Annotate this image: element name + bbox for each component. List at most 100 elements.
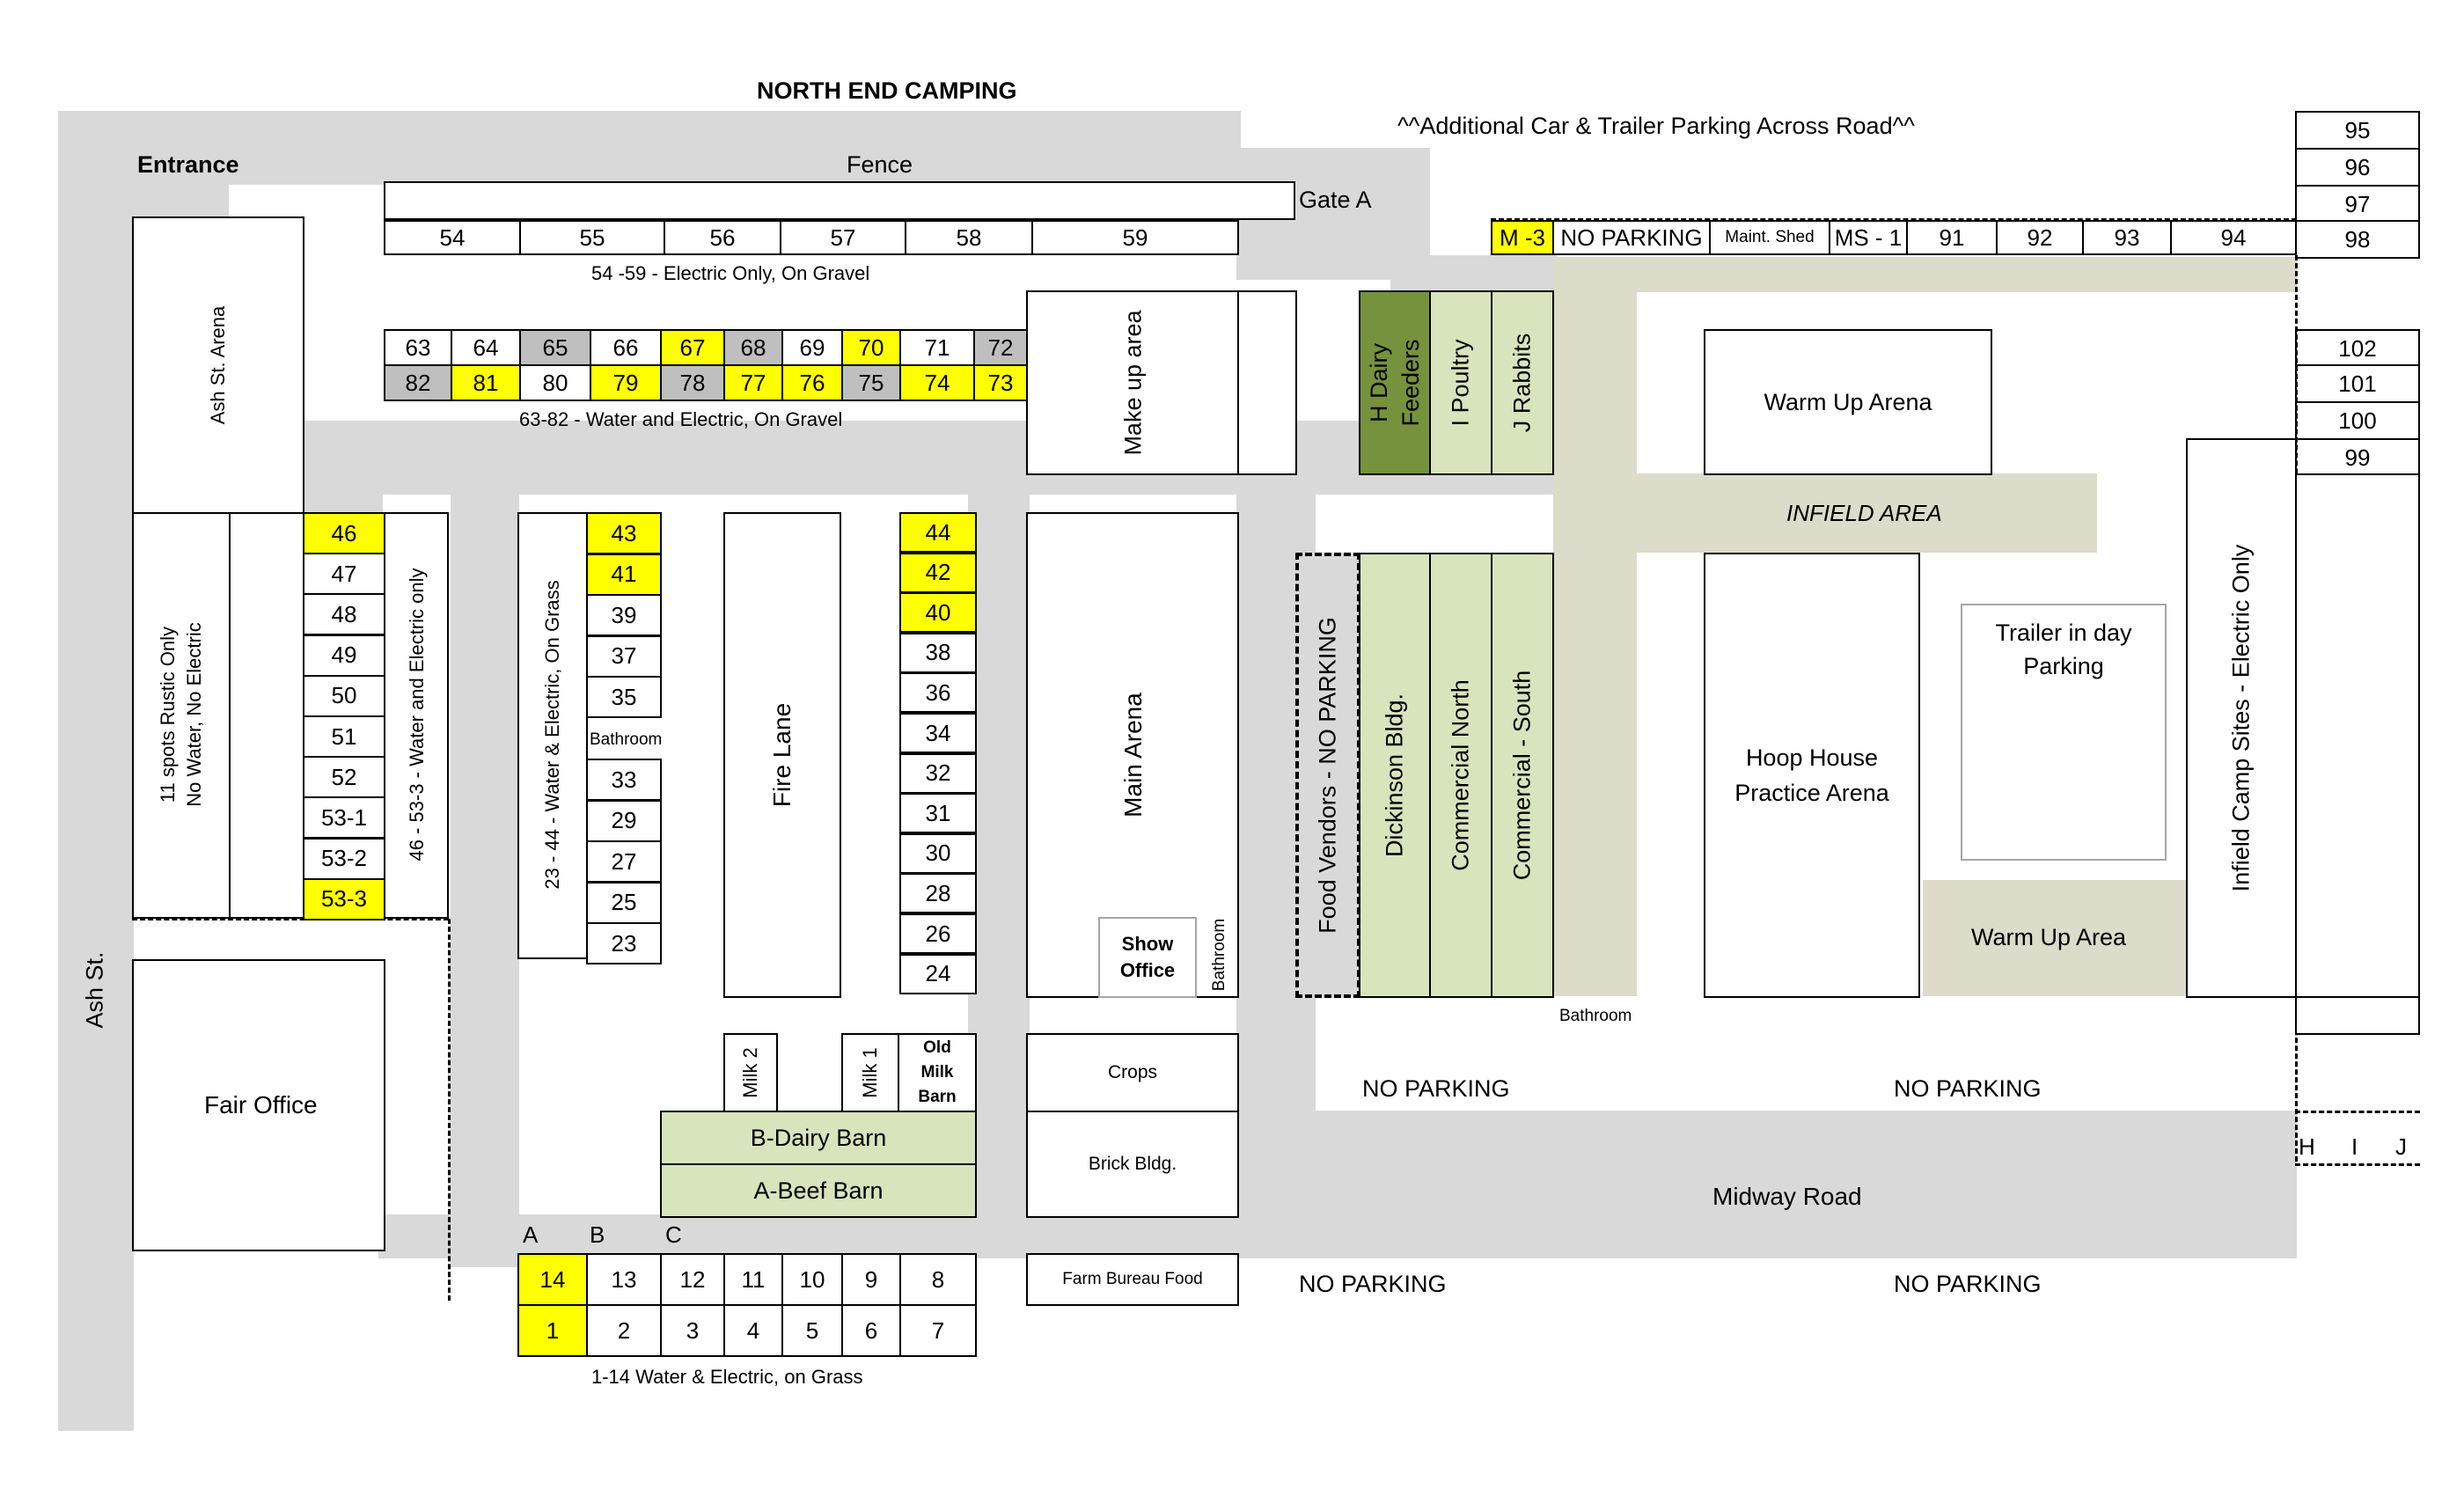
campsite-35[interactable]: 35 xyxy=(586,676,662,718)
campsite-58[interactable]: 58 xyxy=(905,220,1033,255)
campsite-29[interactable]: 29 xyxy=(586,799,662,842)
campsite-78[interactable]: 78 xyxy=(660,364,725,401)
campsite-97[interactable]: 97 xyxy=(2295,185,2420,224)
campsite-43[interactable]: 43 xyxy=(586,512,662,554)
campsite-69[interactable]: 69 xyxy=(781,329,843,366)
campsite-38[interactable]: 38 xyxy=(899,632,977,673)
campsite-8[interactable]: 8 xyxy=(899,1253,977,1306)
campsite-82[interactable]: 82 xyxy=(384,364,452,401)
campsite-55[interactable]: 55 xyxy=(519,220,665,255)
label-c: C xyxy=(665,1221,682,1248)
campsite-33[interactable]: 33 xyxy=(586,759,662,801)
campsite-77[interactable]: 77 xyxy=(723,364,783,401)
campsite-76[interactable]: 76 xyxy=(781,364,843,401)
campsite-59[interactable]: 59 xyxy=(1031,220,1239,255)
campsite-73[interactable]: 73 xyxy=(973,364,1028,401)
campsite-98[interactable]: 98 xyxy=(2295,220,2420,259)
campsite-39[interactable]: 39 xyxy=(586,594,662,636)
campsite-52[interactable]: 52 xyxy=(303,756,385,799)
campsite-37[interactable]: 37 xyxy=(586,634,662,678)
campsite-51[interactable]: 51 xyxy=(303,715,385,758)
campsite-72[interactable]: 72 xyxy=(973,329,1028,366)
rustic-line-1: 11 spots Rustic Only xyxy=(157,626,179,803)
campsite-49[interactable]: 49 xyxy=(303,634,385,677)
campsite-26[interactable]: 26 xyxy=(899,913,977,954)
site-m3[interactable]: M -3 xyxy=(1491,220,1554,255)
campsite-96[interactable]: 96 xyxy=(2295,148,2420,187)
no-parking-2: NO PARKING xyxy=(1894,1075,2042,1102)
campsite-9[interactable]: 9 xyxy=(841,1253,901,1306)
campsite-3[interactable]: 3 xyxy=(660,1304,725,1357)
food-vendors-label: Food Vendors - NO PARKING xyxy=(1314,617,1341,934)
brick-bldg-label: Brick Bldg. xyxy=(1088,1154,1177,1174)
campsite-24[interactable]: 24 xyxy=(899,953,977,994)
campsite-67[interactable]: 67 xyxy=(660,329,725,366)
campsite-10[interactable]: 10 xyxy=(781,1253,843,1306)
ash-st-arena xyxy=(132,216,304,514)
campsite-93[interactable]: 93 xyxy=(2082,220,2172,255)
campsite-7[interactable]: 7 xyxy=(899,1304,977,1357)
campsite-5[interactable]: 5 xyxy=(781,1304,843,1357)
bathroom-label-1: Bathroom xyxy=(590,730,663,749)
campsite-13[interactable]: 13 xyxy=(586,1253,662,1306)
campsite-80[interactable]: 80 xyxy=(519,364,591,401)
campsite-23[interactable]: 23 xyxy=(586,922,662,964)
campsite-81[interactable]: 81 xyxy=(451,364,521,401)
trailer-day-parking: Trailer in day Parking xyxy=(1961,604,2167,861)
campsite-95[interactable]: 95 xyxy=(2295,111,2420,150)
campsite-94[interactable]: 94 xyxy=(2170,220,2297,255)
campsite-31[interactable]: 31 xyxy=(899,793,977,834)
campsite-28[interactable]: 28 xyxy=(899,873,977,914)
campsite-70[interactable]: 70 xyxy=(841,329,901,366)
campsite-56[interactable]: 56 xyxy=(664,220,781,255)
campsite-50[interactable]: 50 xyxy=(303,674,385,717)
campsite-47[interactable]: 47 xyxy=(303,553,385,596)
dickinson-bldg xyxy=(1359,553,1431,998)
rustic-line-2: No Water, No Electric xyxy=(183,622,205,807)
campsite-1[interactable]: 1 xyxy=(517,1304,588,1357)
campsite-65[interactable]: 65 xyxy=(519,329,591,366)
campsite-27[interactable]: 27 xyxy=(586,840,662,883)
campsite-54[interactable]: 54 xyxy=(384,220,521,255)
campsite-53-1[interactable]: 53-1 xyxy=(303,796,385,840)
campsite-79[interactable]: 79 xyxy=(590,364,662,401)
campsite-11[interactable]: 11 xyxy=(723,1253,783,1306)
campsite-46[interactable]: 46 xyxy=(303,512,385,554)
campsite-99[interactable]: 99 xyxy=(2295,438,2420,477)
campsite-36[interactable]: 36 xyxy=(899,672,977,714)
campsite-91[interactable]: 91 xyxy=(1906,220,1998,255)
campsite-14[interactable]: 14 xyxy=(517,1253,588,1306)
campsite-68[interactable]: 68 xyxy=(723,329,783,366)
campsite-34[interactable]: 34 xyxy=(899,713,977,753)
campsite-63[interactable]: 63 xyxy=(384,329,452,366)
campsite-42[interactable]: 42 xyxy=(899,552,977,593)
campsite-4[interactable]: 4 xyxy=(723,1304,783,1357)
campsite-53-2[interactable]: 53-2 xyxy=(303,837,385,880)
campsite-32[interactable]: 32 xyxy=(899,752,977,794)
campsite-40[interactable]: 40 xyxy=(899,592,977,634)
campsite-64[interactable]: 64 xyxy=(451,329,521,366)
campsite-48[interactable]: 48 xyxy=(303,593,385,636)
campsite-57[interactable]: 57 xyxy=(780,220,906,255)
campsite-44[interactable]: 44 xyxy=(899,512,977,553)
campsite-92[interactable]: 92 xyxy=(1996,220,2084,255)
campsite-100[interactable]: 100 xyxy=(2295,401,2420,440)
campsite-74[interactable]: 74 xyxy=(899,364,975,401)
a-beef-barn-label: A-Beef Barn xyxy=(753,1177,884,1204)
campsite-71[interactable]: 71 xyxy=(899,329,975,366)
gate-a-label: Gate A xyxy=(1299,187,1372,213)
campsite-53-3[interactable]: 53-3 xyxy=(303,877,385,920)
campsite-66[interactable]: 66 xyxy=(590,329,662,366)
campsite-2[interactable]: 2 xyxy=(586,1304,662,1357)
no-parking-cell: NO PARKING xyxy=(1552,220,1711,255)
campsite-12[interactable]: 12 xyxy=(660,1253,725,1306)
campsite-101[interactable]: 101 xyxy=(2295,364,2420,403)
campsite-30[interactable]: 30 xyxy=(899,832,977,874)
campsite-6[interactable]: 6 xyxy=(841,1304,901,1357)
site-ms1[interactable]: MS - 1 xyxy=(1829,220,1908,255)
road-central xyxy=(968,475,1030,1214)
campsite-102[interactable]: 102 xyxy=(2295,329,2420,368)
campsite-25[interactable]: 25 xyxy=(586,881,662,924)
campsite-41[interactable]: 41 xyxy=(586,553,662,596)
campsite-75[interactable]: 75 xyxy=(841,364,901,401)
